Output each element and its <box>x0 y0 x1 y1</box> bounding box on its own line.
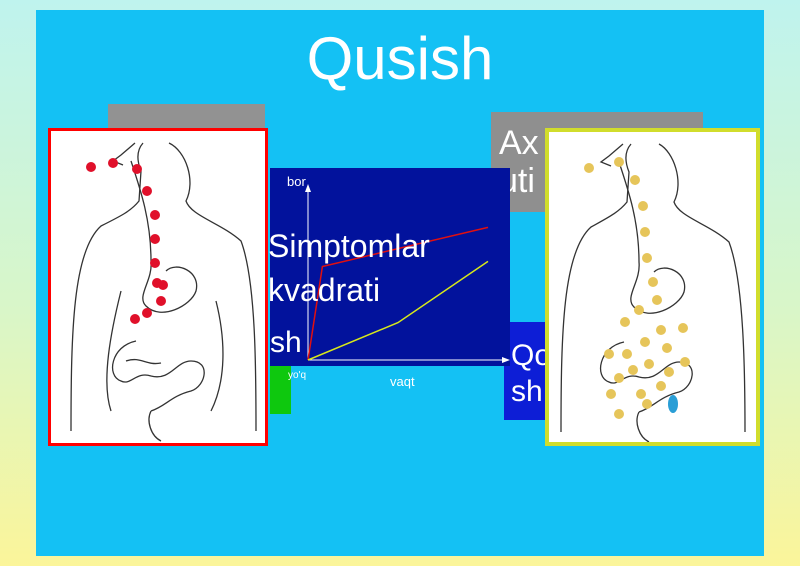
red-dot <box>150 258 160 268</box>
red-dot <box>130 314 140 324</box>
yellow-dot <box>630 175 640 185</box>
series-line-1 <box>307 260 489 361</box>
yellow-dot <box>636 389 646 399</box>
organ-icon <box>668 395 678 413</box>
chart-title: Simptomlar kvadrati <box>268 228 430 308</box>
yellow-dot <box>614 409 624 419</box>
red-dot <box>142 308 152 318</box>
yellow-dot <box>662 343 672 353</box>
red-dot <box>158 280 168 290</box>
digestive-tract-right-frame <box>545 128 760 446</box>
blue-box-text: Qo sh <box>511 339 552 408</box>
yellow-dot <box>640 227 650 237</box>
red-dot <box>108 158 118 168</box>
yellow-dot <box>638 201 648 211</box>
red-dot <box>142 186 152 196</box>
yellow-dot <box>648 277 658 287</box>
series-group <box>307 226 489 361</box>
yellow-dot <box>664 367 674 377</box>
y-axis-label: bor <box>287 174 306 189</box>
yellow-dot <box>656 381 666 391</box>
yellow-dot <box>642 253 652 263</box>
digestive-tract-yellow-icon <box>560 143 746 442</box>
yellow-dot <box>606 389 616 399</box>
series-line-0 <box>307 226 489 361</box>
x-axis-arrow <box>502 357 510 363</box>
red-dot <box>150 210 160 220</box>
y-axis-arrow <box>305 184 311 192</box>
yellow-dot <box>628 365 638 375</box>
yellow-dot <box>614 157 624 167</box>
digestive-tract-left-frame <box>48 128 268 446</box>
yellow-dot <box>614 373 624 383</box>
gray-box-text: Ax uti <box>499 124 539 200</box>
x-axis-label: vaqt <box>390 374 415 389</box>
yellow-dot <box>656 325 666 335</box>
yellow-dot <box>604 349 614 359</box>
digestive-tract-red-icon <box>70 142 257 442</box>
green-box-text: sh <box>270 326 302 359</box>
yellow-dot <box>584 163 594 173</box>
yellow-dot <box>678 323 688 333</box>
origin-label: yo'q <box>288 370 307 381</box>
symptom-chart: bor vaqt yo'q <box>270 168 510 389</box>
yellow-dot <box>622 349 632 359</box>
chart-plot <box>305 184 510 363</box>
yellow-dot <box>652 295 662 305</box>
yellow-dot <box>642 399 652 409</box>
red-dot <box>156 296 166 306</box>
red-dot <box>86 162 96 172</box>
yellow-dot <box>644 359 654 369</box>
yellow-dot <box>634 305 644 315</box>
yellow-dot <box>680 357 690 367</box>
slide-title: Qusish <box>306 25 494 92</box>
red-dot <box>132 164 142 174</box>
yellow-dot <box>640 337 650 347</box>
red-dot <box>150 234 160 244</box>
yellow-dot <box>620 317 630 327</box>
